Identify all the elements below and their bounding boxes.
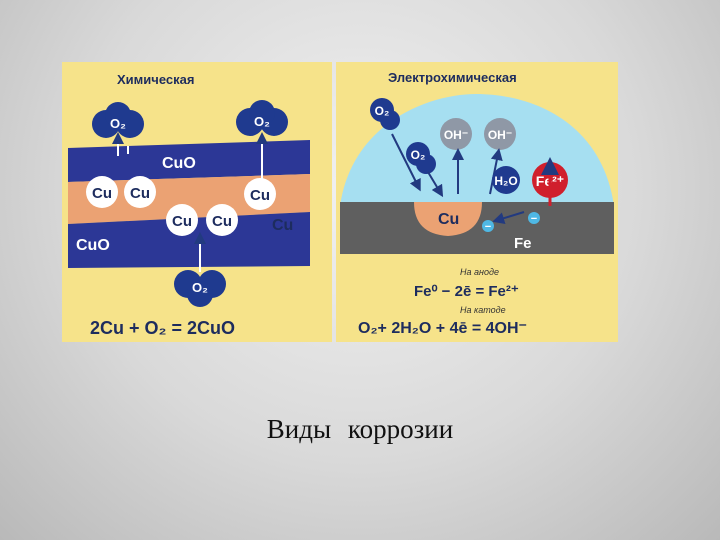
o2-label: O₂ xyxy=(192,280,208,295)
electron: − xyxy=(482,220,494,233)
o2-label: O₂ xyxy=(254,114,270,129)
cu-atom: Cu xyxy=(206,204,238,236)
cu-label: Cu xyxy=(272,217,293,234)
anode-equation: Fe⁰ − 2ē = Fe²⁺ xyxy=(414,283,519,300)
cu-label: Cu xyxy=(438,211,459,228)
cuo-label: CuO xyxy=(162,155,196,172)
svg-text:O₂: O₂ xyxy=(411,148,426,162)
fe-label: Fe xyxy=(514,235,532,252)
o2-molecule: O₂ xyxy=(406,142,436,174)
svg-text:−: − xyxy=(531,213,537,225)
svg-text:Cu: Cu xyxy=(250,187,270,204)
svg-text:OH⁻: OH⁻ xyxy=(488,128,512,142)
svg-text:−: − xyxy=(485,221,491,233)
cu-atom: Cu xyxy=(244,178,276,210)
hydroxide-ion: OH⁻ xyxy=(440,118,472,150)
svg-text:Cu: Cu xyxy=(172,213,192,230)
cuo-label: CuO xyxy=(76,237,110,254)
copper-inclusion xyxy=(414,202,482,236)
svg-text:H₂O: H₂O xyxy=(494,174,517,188)
cu-atom: Cu xyxy=(86,176,118,208)
hydroxide-ion: OH⁻ xyxy=(484,118,516,150)
svg-text:Cu: Cu xyxy=(212,213,232,230)
water-molecule: H₂O xyxy=(492,166,520,194)
cu-atom: Cu xyxy=(124,176,156,208)
electron: − xyxy=(528,212,540,225)
anode-label: На аноде xyxy=(460,267,499,277)
chemical-corrosion-panel: Химическая O₂ O₂ O₂ CuO CuO Cu Cu Cu xyxy=(62,62,332,342)
o2-molecule: O₂ xyxy=(370,98,400,130)
chemical-equation: 2Cu + O₂ = 2CuO xyxy=(90,318,235,338)
svg-text:O₂: O₂ xyxy=(375,104,390,118)
cathode-equation: O₂+ 2H₂O + 4ē = 4OH⁻ xyxy=(358,320,527,337)
cathode-label: На катоде xyxy=(460,305,506,315)
o2-label: O₂ xyxy=(110,116,126,131)
chemical-title: Химическая xyxy=(117,72,194,87)
o2-molecule: O₂ xyxy=(236,100,288,136)
electrochemical-title: Электрохимическая xyxy=(388,70,517,85)
svg-text:Cu: Cu xyxy=(130,185,150,202)
electrochemical-corrosion-panel: Электрохимическая Cu O₂ O₂ OH⁻ OH⁻ xyxy=(336,62,618,342)
svg-text:Cu: Cu xyxy=(92,185,112,202)
corrosion-types-figure: Химическая O₂ O₂ O₂ CuO CuO Cu Cu Cu xyxy=(62,62,618,342)
svg-text:OH⁻: OH⁻ xyxy=(444,128,468,142)
cuo-layer-bottom xyxy=(68,212,310,268)
cu-atom: Cu xyxy=(166,204,198,236)
o2-molecule: O₂ xyxy=(92,102,144,138)
slide-caption: Виды коррозии xyxy=(266,414,454,444)
o2-molecule: O₂ xyxy=(174,270,226,307)
